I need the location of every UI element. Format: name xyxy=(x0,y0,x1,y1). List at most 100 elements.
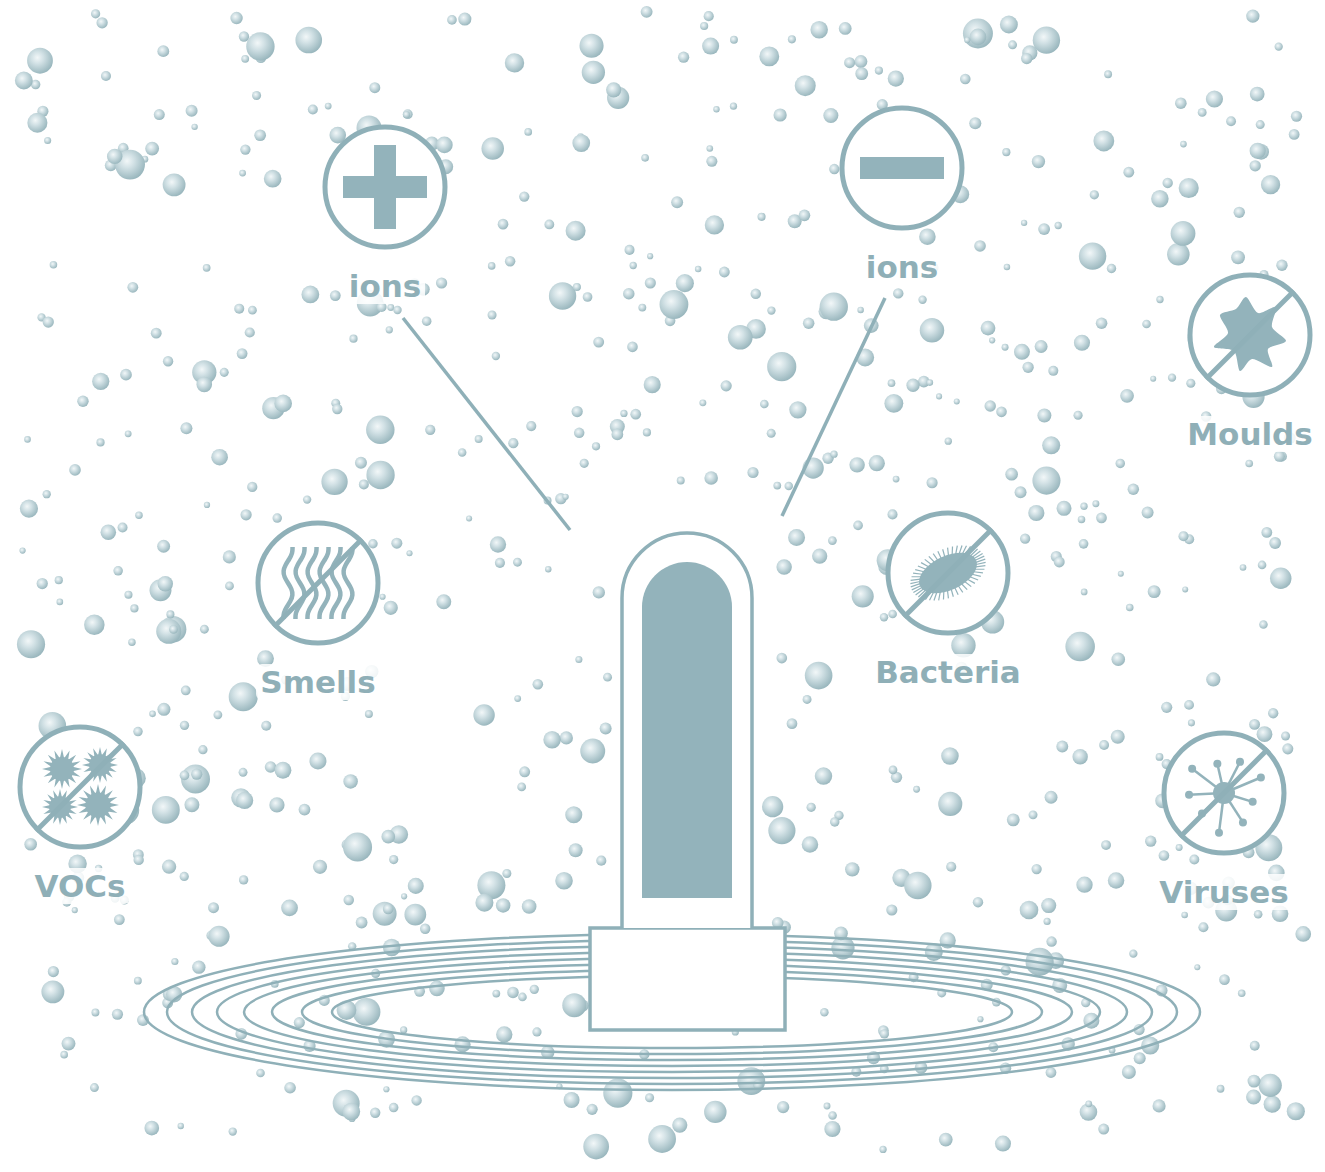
icon-node: VOCs xyxy=(0,720,170,904)
bubble xyxy=(1020,901,1039,920)
bubble xyxy=(1161,702,1172,713)
bubble xyxy=(157,703,170,716)
bubble xyxy=(1234,207,1245,218)
cilium xyxy=(972,551,982,557)
bubble xyxy=(706,145,713,152)
bubble xyxy=(211,449,228,466)
bubble xyxy=(1168,374,1176,382)
bubble xyxy=(458,448,467,457)
bubble xyxy=(1249,719,1260,730)
bubble xyxy=(204,502,210,508)
bubble xyxy=(1038,223,1050,235)
bubble xyxy=(514,695,521,702)
bubble xyxy=(1101,840,1111,850)
bubble xyxy=(370,1108,380,1118)
bubble xyxy=(1099,740,1109,750)
bubble xyxy=(118,523,128,533)
bubble xyxy=(1248,1075,1261,1088)
bubble xyxy=(134,977,142,985)
bubble xyxy=(1048,366,1058,376)
bubble xyxy=(875,66,883,74)
bubble xyxy=(245,327,255,337)
bubble xyxy=(721,380,732,391)
bubble xyxy=(154,109,165,120)
bubble xyxy=(1104,70,1112,78)
bubble xyxy=(149,710,156,717)
prohibition-slash xyxy=(1206,291,1294,379)
bubble xyxy=(807,803,816,812)
bubble xyxy=(48,966,59,977)
bubble xyxy=(498,219,509,230)
bubble xyxy=(436,137,453,154)
bubble xyxy=(330,290,341,301)
bubble xyxy=(660,290,689,319)
bubble xyxy=(1007,813,1020,826)
bubble xyxy=(237,348,248,359)
bubble xyxy=(517,782,526,791)
bubble xyxy=(178,1123,184,1129)
bubble xyxy=(1093,131,1114,152)
bubble xyxy=(1002,344,1009,351)
bubble xyxy=(101,524,117,540)
bubble xyxy=(719,267,730,278)
bubble xyxy=(1275,42,1283,50)
bubble xyxy=(191,769,202,780)
bubble xyxy=(1044,918,1051,925)
bubble xyxy=(241,509,252,520)
bubble xyxy=(1142,320,1151,329)
bubble xyxy=(1186,379,1195,388)
virus-tip xyxy=(1236,758,1244,766)
cilium xyxy=(938,551,941,558)
bubble xyxy=(560,731,573,744)
bubble xyxy=(530,985,539,994)
bubble xyxy=(927,477,938,488)
bubble xyxy=(543,731,560,748)
bubble xyxy=(41,980,64,1003)
bubble xyxy=(974,240,986,252)
bubble xyxy=(1246,9,1259,22)
bubble xyxy=(564,1092,580,1108)
bubble xyxy=(1184,700,1194,710)
bubble xyxy=(824,1121,840,1137)
bubble xyxy=(960,74,971,85)
icon-circle xyxy=(228,516,408,650)
bubble xyxy=(1188,719,1195,726)
cilium xyxy=(976,563,986,570)
bubble xyxy=(344,895,355,906)
bubble xyxy=(776,653,787,664)
bubble xyxy=(281,899,298,916)
bubble xyxy=(447,15,457,25)
bubble xyxy=(593,337,604,348)
bubble xyxy=(1198,108,1207,117)
bubble xyxy=(936,393,942,399)
bubble xyxy=(17,630,45,658)
bubble xyxy=(1264,1096,1281,1113)
bubble xyxy=(1008,40,1017,49)
bubble xyxy=(1189,855,1199,865)
bubble xyxy=(96,438,104,446)
bubble xyxy=(1126,604,1134,612)
bubble xyxy=(1256,120,1265,129)
bubble xyxy=(884,394,903,413)
bubble xyxy=(69,464,81,476)
bubble xyxy=(502,869,511,878)
bubble xyxy=(389,1103,399,1113)
bubble xyxy=(254,129,266,141)
prohibition-slash xyxy=(36,743,124,831)
bubble xyxy=(575,656,582,663)
bubble xyxy=(1111,730,1125,744)
spiky-particle xyxy=(77,784,119,826)
bubble xyxy=(941,747,959,765)
bubble xyxy=(191,124,197,130)
bubble xyxy=(747,467,758,478)
bubble xyxy=(203,264,211,272)
bubble xyxy=(893,476,900,483)
bubble xyxy=(880,613,888,621)
bubble xyxy=(1021,220,1027,226)
bubble xyxy=(1037,409,1051,423)
bubble xyxy=(970,29,987,46)
bubble xyxy=(522,899,537,914)
bubble xyxy=(830,450,837,457)
bubble xyxy=(824,1103,831,1110)
bubble xyxy=(225,582,234,591)
